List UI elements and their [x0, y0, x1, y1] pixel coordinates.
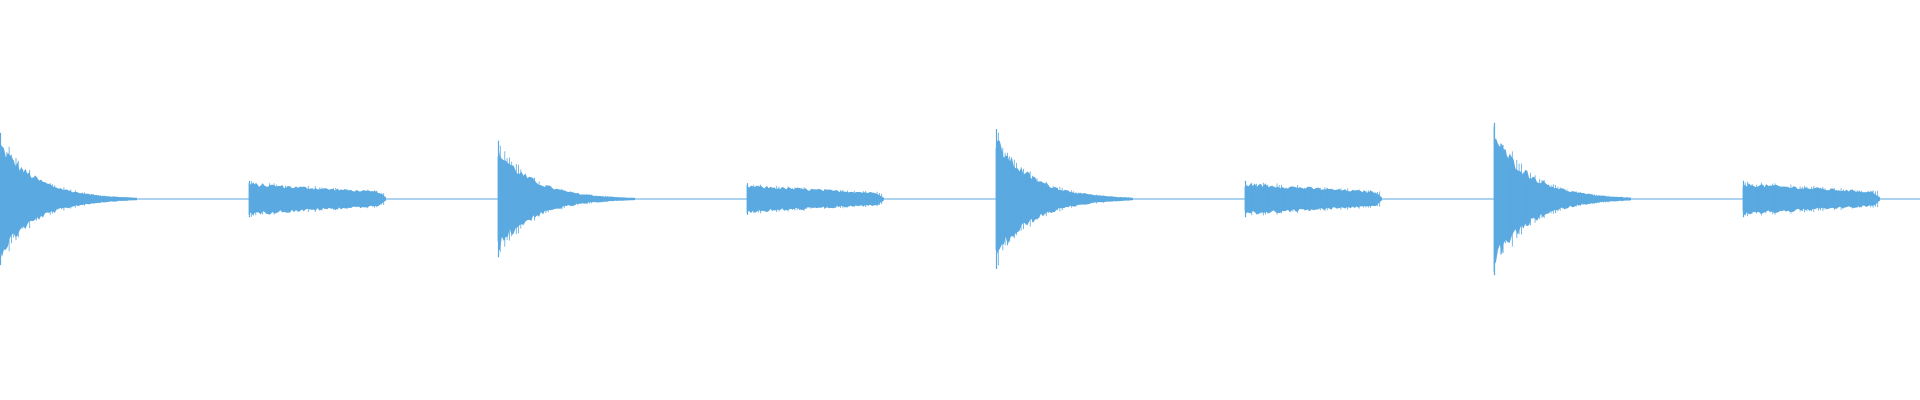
waveform-hit: [1493, 122, 1631, 276]
waveform-hit: [497, 140, 635, 258]
waveform-hit: [1244, 180, 1382, 218]
waveform-hit: [0, 132, 137, 266]
waveform-hits: [0, 122, 1920, 276]
waveform-hit: [746, 183, 884, 215]
waveform-hit: [995, 129, 1133, 269]
waveform-hit: [248, 180, 386, 218]
waveform-hit: [1742, 180, 1880, 218]
